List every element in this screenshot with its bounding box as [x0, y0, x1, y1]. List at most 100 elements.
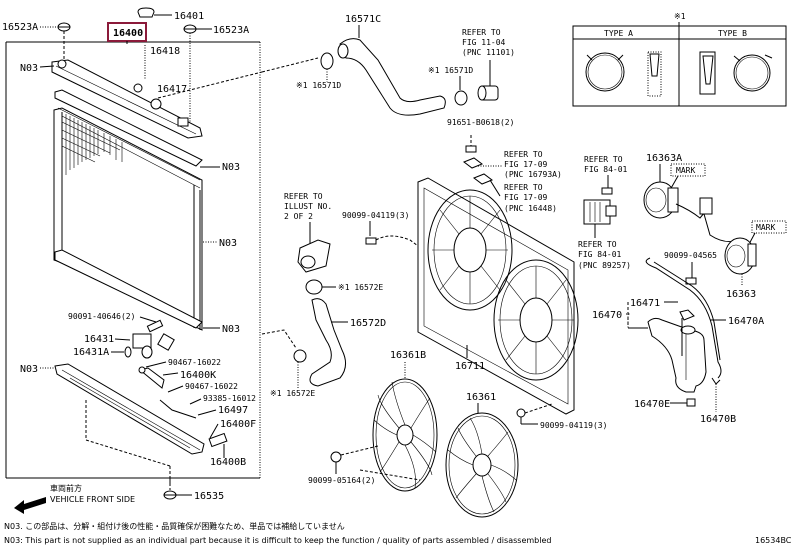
label-16523A-right[interactable]: 16523A	[213, 25, 249, 36]
hose-clamp-icon	[305, 279, 323, 295]
label-16571D-left[interactable]: ※1 16571D	[296, 81, 341, 90]
label-16572D[interactable]: 16572D	[350, 318, 386, 329]
refer-illust-line3[interactable]: 2 OF 2	[284, 212, 313, 221]
bolt-icon	[685, 277, 697, 285]
mark-box-2	[751, 220, 787, 234]
lower-radiator-hose	[309, 298, 346, 387]
clip-icon	[183, 24, 197, 34]
label-16363[interactable]: 16363	[726, 289, 756, 300]
fan-relay-module	[583, 199, 617, 225]
label-16400F[interactable]: 16400F	[220, 419, 256, 430]
label-91651-B0618[interactable]: 91651-B0618(2)	[447, 118, 514, 127]
label-16572E-top[interactable]: ※1 16572E	[338, 283, 383, 292]
label-16497[interactable]: 16497	[218, 405, 248, 416]
lower-tank	[54, 363, 205, 455]
refer-84-01b-line1[interactable]: REFER TO	[578, 240, 617, 249]
label-16535[interactable]: 16535	[194, 491, 224, 502]
label-93385-16012[interactable]: 93385-16012	[203, 394, 256, 403]
engine-outlet-pipe	[477, 85, 499, 101]
bolt-icon	[365, 237, 377, 245]
direction-label-en: VEHICLE FRONT SIDE	[50, 495, 135, 504]
label-16400B[interactable]: 16400B	[210, 457, 246, 468]
cap-icon	[686, 398, 696, 407]
label-16363A[interactable]: 16363A	[646, 153, 682, 164]
radiator-cap-icon	[137, 7, 155, 18]
label-16571C[interactable]: 16571C	[345, 14, 381, 25]
refer-illust-line1[interactable]: REFER TO	[284, 192, 323, 201]
label-90099-04119-bottom[interactable]: 90099-04119(3)	[540, 421, 607, 430]
label-16361[interactable]: 16361	[466, 392, 496, 403]
refer-17-09a-line1[interactable]: REFER TO	[504, 150, 543, 159]
label-N03-upper-seal[interactable]: N03	[222, 162, 240, 173]
refer-illust-line2[interactable]: ILLUST NO.	[284, 202, 332, 211]
figure-id: 16534BC	[755, 536, 792, 545]
fan-shroud-16711	[417, 177, 579, 415]
label-16711[interactable]: 16711	[455, 361, 485, 372]
hose-clamp-icon	[320, 52, 334, 70]
mark-box-1	[670, 163, 706, 177]
clamp-side-icon	[647, 51, 662, 97]
refer-84-01b-line3[interactable]: (PNC 89257)	[578, 261, 631, 270]
refer-11-04-line1[interactable]: REFER TO	[462, 28, 501, 37]
mark-label-2: MARK	[756, 223, 775, 232]
refer-11-04-line3[interactable]: (PNC 11101)	[462, 48, 515, 57]
direction-label-jp: 車両前方	[50, 483, 82, 493]
label-16431A[interactable]: 16431A	[73, 347, 109, 358]
upper-tank	[51, 59, 203, 139]
nut-icon	[330, 451, 342, 463]
refer-17-09b-line1[interactable]: REFER TO	[504, 183, 543, 192]
footnote-jp: N03. この部品は、分解・組付け後の性能・品質確保が困難なため、単品では補給し…	[4, 521, 345, 531]
label-16523A-left[interactable]: 16523A	[2, 22, 38, 33]
radiator-core	[53, 107, 203, 331]
clip-icon	[163, 490, 177, 500]
label-16401[interactable]: 16401	[174, 11, 204, 22]
label-90467-16022-b[interactable]: 90467-16022	[185, 382, 238, 391]
label-N03-top-tank[interactable]: N03	[20, 63, 38, 74]
refer-17-09b-line2[interactable]: FIG 17-09	[504, 193, 548, 202]
label-16470A[interactable]: 16470A	[728, 316, 764, 327]
refer-11-04-line2[interactable]: FIG 11-04	[462, 38, 506, 47]
label-90099-04119-top[interactable]: 90099-04119(3)	[342, 211, 409, 220]
label-16361B[interactable]: 16361B	[390, 350, 426, 361]
label-16417[interactable]: 16417	[157, 84, 187, 95]
water-inlet-housing	[297, 239, 331, 273]
inlet-pipe	[124, 333, 175, 359]
clamp-ring-icon	[733, 54, 773, 92]
refer-17-09a-line3[interactable]: (PNC 16793A)	[504, 170, 562, 179]
clamp-type-table: ※1 TYPE A TYPE B	[572, 12, 787, 107]
clamp-ring-icon	[585, 52, 625, 92]
upper-seal	[54, 89, 203, 167]
bolt-icon	[465, 145, 477, 153]
label-16471[interactable]: 16471	[630, 298, 660, 309]
clamp-type-a: TYPE A	[604, 29, 633, 38]
refer-17-09a-line2[interactable]: FIG 17-09	[504, 160, 548, 169]
label-16400K[interactable]: 16400K	[180, 370, 216, 381]
refer-84-01b-line2[interactable]: FIG 84-01	[578, 250, 622, 259]
refer-84-01a-line1[interactable]: REFER TO	[584, 155, 623, 164]
label-N03-lower-seal[interactable]: N03	[222, 324, 240, 335]
label-16400[interactable]: 16400	[113, 28, 143, 39]
label-90099-04565[interactable]: 90099-04565	[664, 251, 717, 260]
lower-seal	[54, 249, 203, 329]
upper-radiator-hose	[337, 38, 446, 116]
label-90099-05164[interactable]: 90099-05164(2)	[308, 476, 375, 485]
label-N03-core[interactable]: N03	[219, 238, 237, 249]
drain-hose	[138, 366, 165, 389]
label-N03-lower-tank[interactable]: N03	[20, 364, 38, 375]
label-16571D-right[interactable]: ※1 16571D	[428, 66, 473, 75]
label-16431[interactable]: 16431	[84, 334, 114, 345]
refer-17-09b-line3[interactable]: (PNC 16448)	[504, 204, 557, 213]
label-16470B[interactable]: 16470B	[700, 414, 736, 425]
bolt-icon	[601, 187, 613, 195]
label-16418[interactable]: 16418	[150, 46, 180, 57]
label-16470[interactable]: 16470	[592, 310, 622, 321]
label-90467-16022-a[interactable]: 90467-16022	[168, 358, 221, 367]
hose-clamp-icon	[454, 90, 468, 106]
refer-84-01a-line2[interactable]: FIG 84-01	[584, 165, 628, 174]
label-90091-40646[interactable]: 90091-40646(2)	[68, 312, 135, 321]
bolt-icon	[146, 319, 164, 333]
footnote-en: N03: This part is not supplied as an ind…	[4, 536, 551, 545]
label-16572E-bottom[interactable]: ※1 16572E	[270, 389, 315, 398]
label-16470E[interactable]: 16470E	[634, 399, 670, 410]
